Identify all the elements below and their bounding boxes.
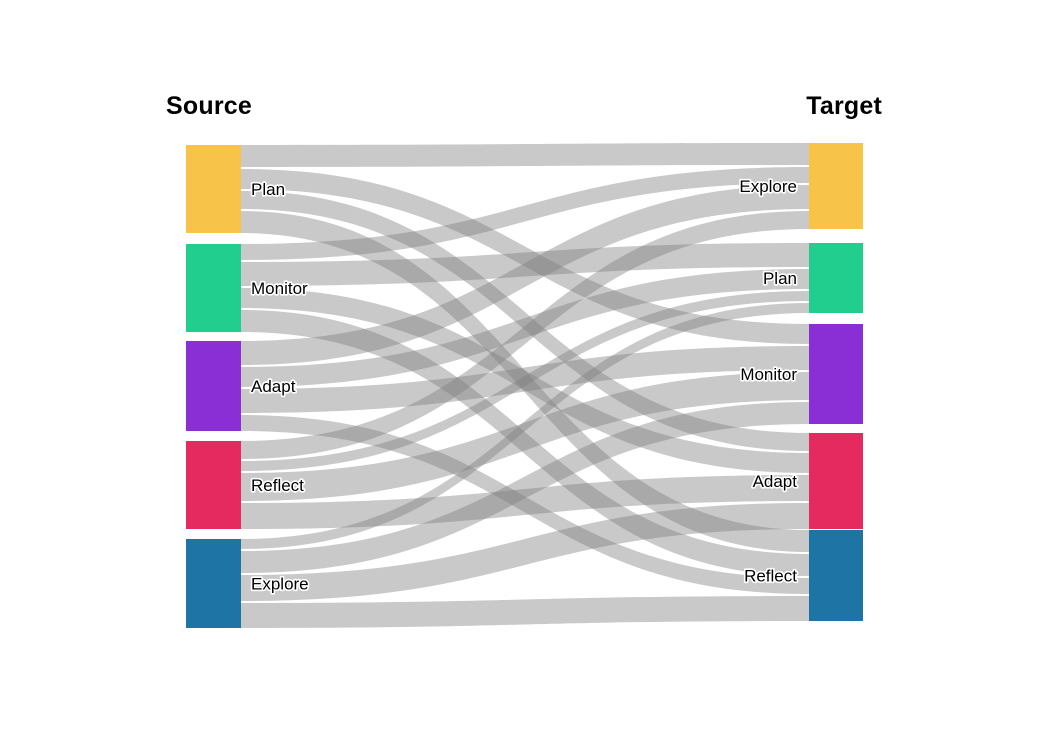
sankey-link-plan-to-reflect[interactable]	[241, 211, 809, 552]
sankey-node-label-explore-target: Explore	[739, 177, 797, 196]
sankey-node-adapt-target[interactable]	[809, 433, 863, 529]
sankey-node-label-reflect-target: Reflect	[744, 567, 797, 586]
sankey-link-adapt-to-plan[interactable]	[241, 269, 809, 387]
sankey-node-reflect-source[interactable]	[186, 441, 241, 529]
sankey-node-label-plan-target: Plan	[763, 269, 797, 288]
sankey-node-label-monitor-target: Monitor	[740, 365, 797, 384]
target-column-title: Target	[806, 92, 882, 120]
sankey-node-explore-target[interactable]	[809, 143, 863, 229]
sankey-link-monitor-to-adapt[interactable]	[241, 288, 809, 473]
sankey-link-monitor-to-explore[interactable]	[241, 167, 809, 260]
sankey-node-reflect-target[interactable]	[809, 530, 863, 621]
sankey-link-plan-to-explore[interactable]	[241, 143, 809, 167]
sankey-node-label-adapt-target: Adapt	[753, 472, 798, 491]
sankey-link-explore-to-plan[interactable]	[241, 303, 809, 549]
sankey-link-adapt-to-explore[interactable]	[241, 185, 809, 365]
sankey-node-label-explore-source: Explore	[251, 575, 309, 594]
sankey-link-reflect-to-adapt[interactable]	[241, 475, 809, 529]
sankey-node-explore-source[interactable]	[186, 539, 241, 628]
sankey-link-explore-to-adapt[interactable]	[241, 503, 809, 601]
sankey-link-adapt-to-monitor[interactable]	[241, 346, 809, 413]
sankey-node-label-monitor-source: Monitor	[251, 279, 308, 298]
source-column-title: Source	[166, 92, 252, 120]
sankey-node-monitor-target[interactable]	[809, 324, 863, 424]
sankey-node-monitor-source[interactable]	[186, 244, 241, 332]
sankey-link-reflect-to-explore[interactable]	[241, 211, 809, 459]
sankey-link-explore-to-reflect[interactable]	[241, 596, 809, 628]
sankey-link-monitor-to-plan[interactable]	[241, 243, 809, 286]
sankey-node-label-reflect-source: Reflect	[251, 476, 304, 495]
sankey-link-monitor-to-reflect[interactable]	[241, 310, 809, 576]
sankey-node-plan-target[interactable]	[809, 243, 863, 313]
sankey-link-explore-to-monitor[interactable]	[241, 402, 809, 573]
sankey-node-label-plan-source: Plan	[251, 180, 285, 199]
sankey-link-reflect-to-monitor[interactable]	[241, 372, 809, 501]
sankey-node-label-adapt-source: Adapt	[251, 377, 296, 396]
sankey-link-reflect-to-plan[interactable]	[241, 291, 809, 471]
sankey-node-adapt-source[interactable]	[186, 341, 241, 431]
sankey-link-plan-to-monitor[interactable]	[241, 169, 809, 344]
sankey-link-plan-to-adapt[interactable]	[241, 191, 809, 451]
sankey-node-plan-source[interactable]	[186, 145, 241, 233]
sankey-link-adapt-to-reflect[interactable]	[241, 415, 809, 594]
